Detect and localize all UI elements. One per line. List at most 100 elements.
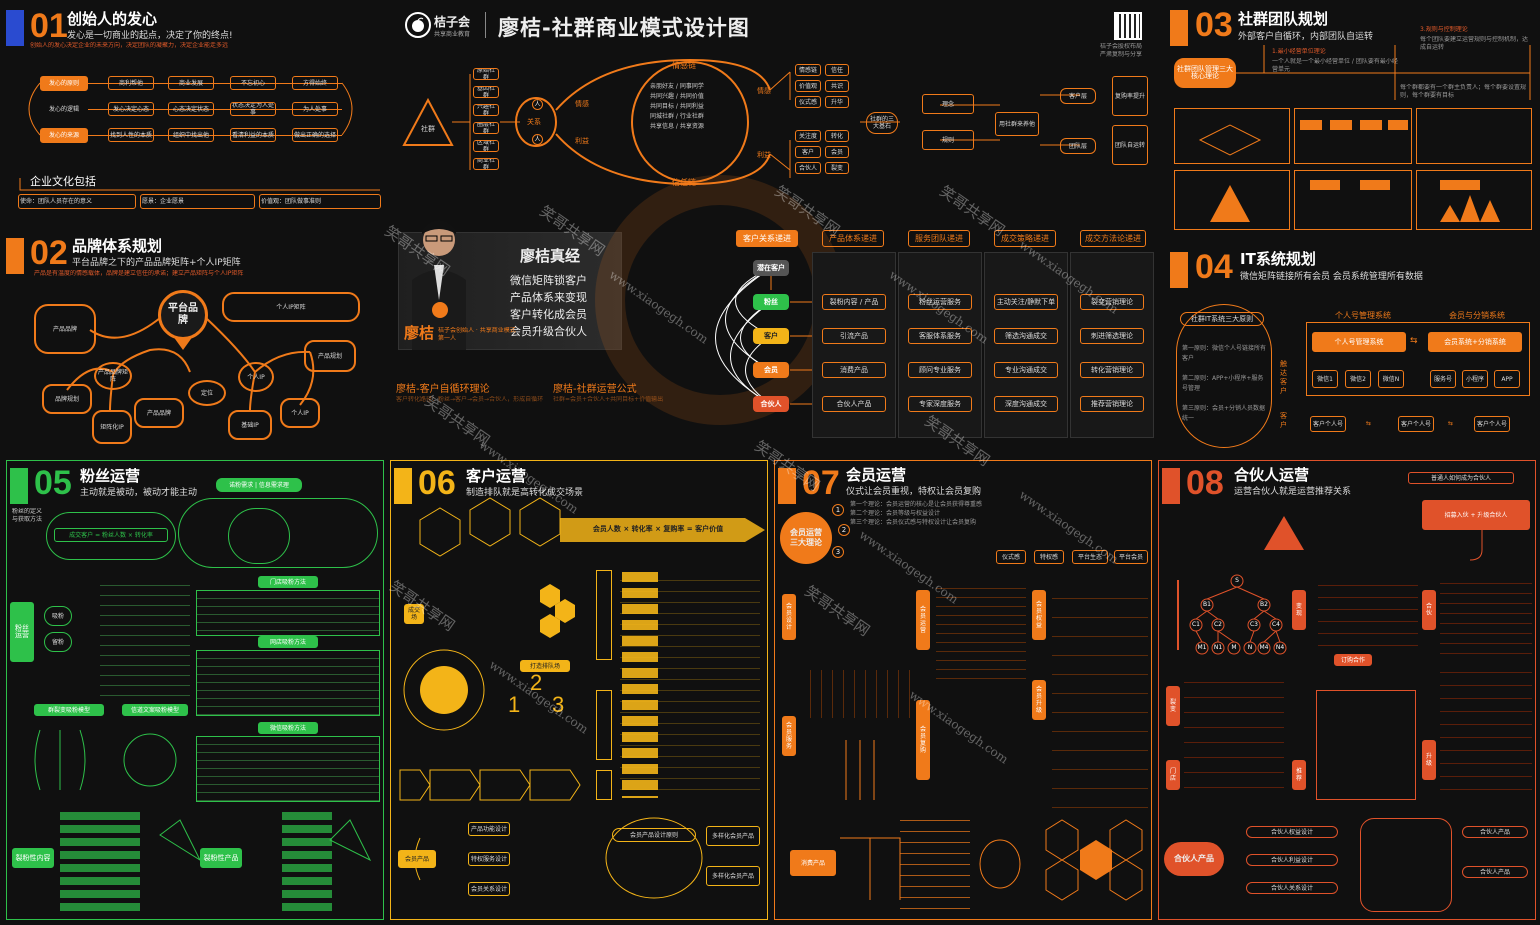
three-foundations-node: 社群的三大基石 — [866, 112, 898, 134]
product-level: 裂粉内容 / 产品 — [822, 294, 886, 310]
r3-item: 看清利益的本质 — [230, 128, 276, 142]
team-level: 粉丝运营服务 — [908, 294, 972, 310]
qr-caption-2: 严肃复制与分享 — [1100, 51, 1143, 58]
section-06-number: 06 — [418, 464, 456, 502]
tree-node: M — [1231, 644, 1237, 651]
r2-item: 状态决定为人处事 — [230, 102, 276, 116]
founder-subtitle: 桔子会创始人 · 共享商业模式第一人 — [438, 327, 516, 342]
product-matrix-node: 产品品牌矩阵 — [94, 362, 132, 390]
tree-node: B1 — [1203, 601, 1211, 608]
product-level: 消费产品 — [822, 362, 886, 378]
founder-portrait — [404, 210, 474, 350]
section-07-panel — [774, 460, 1152, 920]
tree-node: N — [1247, 644, 1253, 651]
slogan-title: 廖桔真经 — [520, 247, 581, 265]
team-level: 顾问专业服务 — [908, 362, 972, 378]
r1-item: 不忘初心 — [230, 76, 276, 90]
strategy-level: 筛选沟通成交 — [994, 328, 1058, 344]
level-member: 会员 — [753, 362, 789, 378]
brand-plan-node: 品牌规划 — [42, 384, 92, 414]
section-07-subtitle: 仪式让会员重视，特权让会员复购 — [846, 487, 982, 497]
svg-text:3: 3 — [552, 692, 564, 717]
slogan-line: 产品体系来变现 — [510, 291, 587, 304]
tree-node: S — [1235, 577, 1239, 584]
customer-layer-node: 客户层 — [1060, 88, 1096, 104]
method-level: 裂变营销理论 — [1080, 294, 1144, 310]
team-level: 专家深度服务 — [908, 396, 972, 412]
culture-item: 价值观：团队做事准则 — [259, 194, 381, 209]
level-prospect: 潜在客户 — [753, 260, 789, 276]
channel: 微信1 — [1312, 370, 1338, 388]
slogan-line: 会员升级合伙人 — [510, 325, 587, 338]
row-label-logic: 发心的逻辑 — [48, 106, 79, 113]
point: 3 — [832, 546, 844, 558]
community-triangle-label: 社群 — [421, 124, 435, 133]
col-title: 个人号管理系统 — [1335, 311, 1391, 320]
customer-value-arrow: 会员人数 × 转化率 × 复购率 = 客户价值 — [592, 525, 724, 533]
relation-core: 关系 — [527, 118, 541, 126]
r3-item: 做出正确的选择 — [292, 128, 338, 142]
personal-mgmt-btn: 个人号管理系统 — [1312, 332, 1406, 352]
r1-item: 商业发展 — [168, 76, 214, 90]
brand-node: 产品品牌 — [134, 398, 184, 428]
tree-node: M4 — [1259, 644, 1269, 651]
funnel-header: 成交方法论递进 — [1080, 230, 1146, 247]
section-01-subtitle: 发心是一切商业的起点，决定了你的终点! — [67, 31, 233, 41]
section-01-bar — [6, 10, 24, 46]
method-level: 转化营销理论 — [1080, 362, 1144, 378]
section-07-bar — [778, 468, 796, 504]
title-divider — [485, 12, 486, 38]
channel: 小程序 — [1462, 370, 1488, 388]
culture-item: 使命：团队人员存在的意义 — [18, 194, 136, 209]
channel: 微信2 — [1345, 370, 1371, 388]
section-03-subtitle: 外部客户自循环，内部团队自运转 — [1238, 32, 1374, 42]
section-07-title: 会员运营 — [846, 466, 907, 484]
r2-item: 心态决定状态 — [168, 102, 214, 116]
tree-node: C1 — [1191, 621, 1200, 628]
funnel-header: 成交策略递进 — [994, 230, 1056, 247]
r2-item: 为人处事 — [292, 102, 338, 116]
culture-title: 企业文化包括 — [30, 175, 96, 188]
product-brand-node: 产品品牌 — [34, 304, 96, 354]
partner-product-badge: 合伙人产品 — [1164, 842, 1224, 876]
section-04-title: IT系统规划 — [1240, 250, 1316, 268]
section-03-title: 社群团队规划 — [1238, 10, 1329, 28]
member-dist-btn: 会员系统+分销系统 — [1428, 332, 1522, 352]
method-level: 推荐营销理论 — [1080, 396, 1144, 412]
section-06-title: 客户运营 — [466, 467, 527, 485]
section-08-panel — [1158, 460, 1536, 920]
section-02-title: 品牌体系规划 — [72, 237, 163, 255]
section-08-title: 合伙人运营 — [1234, 466, 1310, 484]
funnel-header: 客户关系递进 — [736, 230, 798, 247]
theory-note: 1.最小经营单位理论 — [1272, 48, 1326, 55]
qr-code — [1114, 12, 1142, 40]
qr-caption-1: 桔子会股权布局 — [1100, 43, 1143, 50]
section-06-bar — [394, 468, 412, 504]
team-layer-node: 团队层 — [1060, 138, 1096, 154]
section-01-number: 01 — [30, 7, 68, 45]
customer-account: 客户个人号 — [1398, 416, 1434, 432]
r3-item: 找到人性的本质 — [108, 128, 154, 142]
tree-node: B2 — [1260, 601, 1268, 608]
team-theory-badge: 社群团队管理三大核心理论 — [1174, 58, 1236, 88]
trust-chain-label: 信任链 — [672, 178, 696, 187]
strategy-level: 专业沟通成交 — [994, 362, 1058, 378]
product-plan-node: 产品规划 — [304, 340, 356, 372]
brand-name: 桔子会 — [434, 15, 471, 29]
personal-ip-node: 个人IP — [238, 362, 274, 392]
emotion-chain-label: 情感链 — [672, 61, 696, 70]
product-level: 引流产品 — [822, 328, 886, 344]
section-08-bar — [1162, 468, 1180, 504]
section-03-bar — [1170, 10, 1188, 46]
section-01-title: 创始人的发心 — [67, 10, 158, 28]
slogan-line: 微信矩阵锁客户 — [510, 274, 587, 287]
rule-node: 规则 — [922, 130, 974, 150]
section-05-title: 粉丝运营 — [80, 467, 141, 485]
point: 2 — [838, 524, 850, 536]
